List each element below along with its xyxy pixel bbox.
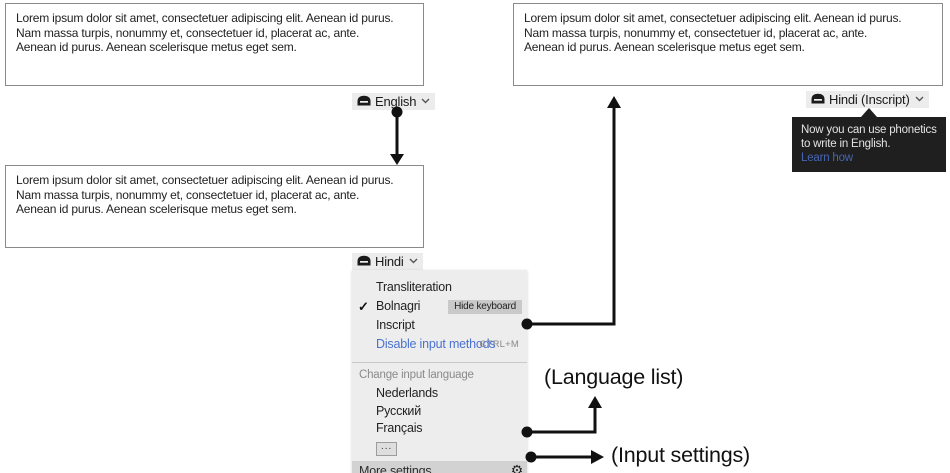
arrow-gear-to-label [525,450,604,464]
menu-item-bolnagri[interactable]: ✓ Bolnagri Hide keyboard [352,297,527,316]
menu-divider [352,362,527,363]
chevron-down-icon [915,96,924,102]
menu-item-label: Transliteration [376,280,452,294]
language-list-annotation: (Language list) [544,365,684,389]
change-language-section: Change input language Nederlands Русский… [352,363,527,461]
menu-item-disable-input-methods[interactable]: Disable input methods CTRL+M [352,335,527,354]
section-header: Change input language [359,369,474,381]
target-textbox-hindi-inscript[interactable]: Lorem ipsum dolor sit amet, consectetuer… [513,3,943,86]
chevron-down-icon [421,98,430,104]
phonetics-tooltip: Now you can use phonetics to write in En… [792,108,946,172]
arrow-inscript-to-textbox [521,96,621,330]
learn-how-link[interactable]: Learn how [801,152,853,164]
language-button-hindi-inscript[interactable]: Hindi (Inscript) [806,91,929,108]
hide-keyboard-button[interactable]: Hide keyboard [448,299,522,314]
more-settings-label: More settings [359,463,432,473]
language-button-english[interactable]: English [352,93,436,110]
menu-item-francais[interactable]: Français [376,421,423,435]
menu-item-nederlands[interactable]: Nederlands [376,386,438,400]
chevron-down-icon [409,258,418,264]
arrow-english-to-textbox [390,106,404,165]
keyboard-icon [357,95,371,106]
arrow-languages-to-label [521,396,602,438]
language-button-label: Hindi [375,253,404,269]
input-method-section: Transliteration ✓ Bolnagri Hide keyboard… [352,270,527,354]
menu-item-label: Disable input methods [376,337,496,351]
language-button-label: Hindi (Inscript) [829,91,910,107]
menu-item-inscript[interactable]: Inscript [352,316,527,335]
menu-item-label: Bolnagri [376,299,421,313]
language-button-label: English [375,93,417,109]
menu-item-russian[interactable]: Русский [376,403,421,418]
more-languages-button[interactable]: ... [376,441,398,456]
target-textbox-hindi[interactable]: Lorem ipsum dolor sit amet, consectetuer… [5,165,424,248]
checkmark-icon: ✓ [358,299,369,314]
input-method-menu: Transliteration ✓ Bolnagri Hide keyboard… [352,270,527,473]
tooltip-caret [861,108,877,117]
input-settings-annotation: (Input settings) [611,443,751,467]
tooltip-message: Now you can use phonetics to write in En… [801,124,937,150]
language-button-hindi[interactable]: Hindi [352,253,423,270]
menu-item-transliteration[interactable]: Transliteration [352,278,527,297]
gear-icon: ⚙ [510,462,524,473]
source-textbox-english[interactable]: Lorem ipsum dolor sit amet, consectetuer… [5,3,424,86]
menu-item-label: Inscript [376,318,415,332]
keyboard-icon [811,93,825,104]
keyboard-icon [357,255,371,266]
keyboard-shortcut-label: CTRL+M [479,339,519,350]
more-settings-row[interactable]: More settings ⚙ [352,460,527,473]
